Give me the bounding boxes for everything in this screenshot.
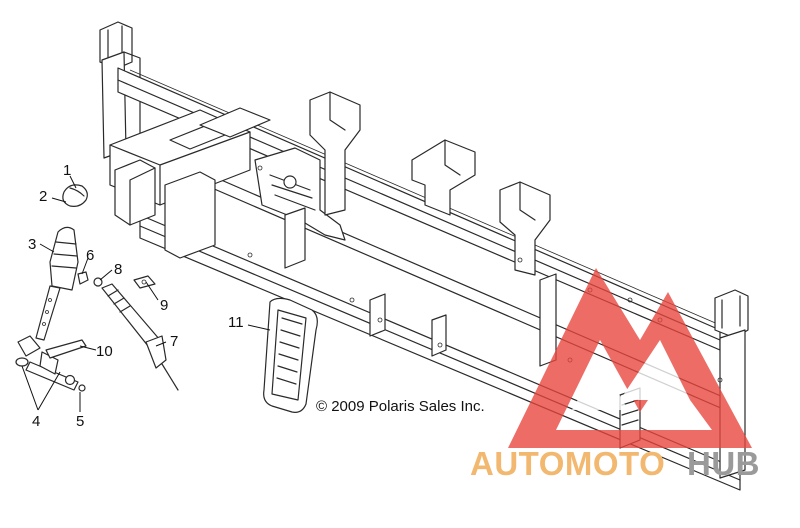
shifter-boot	[49, 226, 79, 291]
washer-clip	[64, 374, 86, 392]
shift-shaft	[15, 335, 79, 391]
leader-lines	[21, 175, 271, 412]
callout-labels: 1 2 3 4 5 6 7 8 9 10 11	[28, 162, 244, 430]
callout-4: 4	[32, 413, 40, 430]
watermark-text-hub: HUB	[687, 445, 760, 482]
nut	[77, 271, 89, 285]
shift-cable	[93, 277, 179, 391]
callout-10: 10	[96, 343, 113, 360]
callout-2: 2	[39, 188, 47, 205]
shift-lever	[35, 285, 61, 341]
watermark-logo-icon	[508, 268, 752, 448]
frame-drawing	[99, 21, 749, 491]
watermark-text-automoto: AUTOMOTO	[470, 445, 665, 482]
shifter-knob	[62, 184, 88, 207]
callout-9: 9	[160, 297, 168, 314]
callout-7: 7	[170, 333, 178, 350]
floor-pad	[263, 297, 318, 413]
shift-link-arm	[45, 339, 87, 359]
callout-8: 8	[114, 261, 122, 278]
callout-6: 6	[86, 247, 94, 264]
callout-5: 5	[76, 413, 84, 430]
watermark: AUTOMOTO HUB	[470, 268, 760, 482]
callout-3: 3	[28, 236, 36, 253]
callout-1: 1	[63, 162, 71, 179]
callout-11: 11	[228, 314, 244, 331]
copyright-text: © 2009 Polaris Sales Inc.	[316, 398, 485, 415]
cable-clip	[133, 275, 156, 289]
